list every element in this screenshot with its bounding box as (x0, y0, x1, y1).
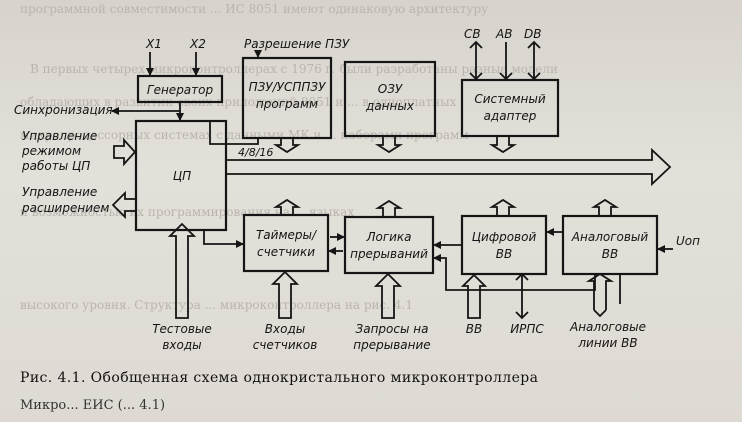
generator-label: Генератор (147, 83, 214, 97)
ext-ctrl-arrow (111, 190, 137, 220)
timers-label-line2: счетчики (257, 245, 315, 259)
test-inputs-label-line2: входы (162, 338, 201, 352)
aio-to-irq-line (433, 254, 596, 291)
irq-requests-label-line1: Запросы на (356, 322, 429, 336)
analog-io-label-line1: Аналоговый (571, 230, 649, 244)
mode-ctrl-label-line3: работы ЦП (21, 159, 90, 173)
analog-io-label-line2: ВВ (602, 247, 618, 261)
analog-lines-label-line2: линии ВВ (577, 336, 637, 350)
timers-label-line1: Таймеры/ (256, 228, 318, 242)
pzu-block: ПЗУ/УСППЗУ программ (241, 56, 333, 140)
background-text-line: микропроцессорных системах с данными МК … (20, 128, 469, 142)
counter-inputs-label-line1: Входы (265, 322, 305, 336)
mode-ctrl-label-line2: режимом (21, 144, 81, 158)
pzu-cpu-line (209, 121, 259, 145)
vv-label: ВВ (466, 322, 482, 336)
interrupt-logic-label-line1: Логика (365, 230, 411, 244)
cpu-label: ЦП (173, 169, 191, 183)
mode-ctrl-label-line1: Управление (22, 129, 97, 143)
background-text-line: В первых четырех микроконтроллерах с 197… (30, 62, 559, 76)
ozu-label-line1: ОЗУ (378, 82, 403, 96)
background-text-line: высокого уровня. Структура ... микроконт… (20, 298, 413, 312)
irps-label: ИРПС (510, 322, 544, 336)
test-inputs-arrow (167, 222, 197, 319)
mode-ctrl-arrow (113, 137, 137, 167)
vv-bus-arrow (460, 273, 488, 319)
interrupt-logic-block: Логика прерываний (343, 215, 435, 275)
cpu-block: ЦП (134, 119, 228, 232)
system-adapter-label-line2: адаптер (484, 109, 537, 123)
interrupt-logic-label-line2: прерываний (350, 247, 428, 261)
bottom-text-fragment: Микро... ЕИС (... 4.1) (20, 398, 166, 413)
cpu-to-timers-arrow (203, 230, 244, 248)
pzu-enable-label: Разрешение ПЗУ (244, 37, 350, 51)
background-text-line: обладающих в развитии своих приложений 8… (20, 95, 457, 109)
sync-label: Синхронизация (14, 103, 113, 117)
ext-ctrl-label-line1: Управление (22, 185, 97, 199)
x2-label: X2 (189, 37, 206, 51)
system-adapter-block: Системный адаптер (460, 78, 560, 138)
irq-requests-label-line2: прерывание (353, 338, 430, 352)
ozu-label-line2: данных (365, 99, 415, 113)
x1-label: X1 (145, 37, 162, 51)
digital-io-label-line1: Цифровой (472, 230, 537, 244)
pzu-label-line2: программ (256, 97, 318, 111)
db-label: DВ (524, 27, 541, 41)
test-inputs-label-line1: Тестовые (152, 322, 212, 336)
background-text-line: программной совместимости ... ИС 8051 им… (20, 2, 489, 16)
ozu-block: ОЗУ данных (343, 60, 437, 138)
generator-block: Генератор (136, 74, 224, 104)
internal-bus (225, 147, 672, 187)
irq-requests-arrow (373, 272, 403, 319)
ab-label: АВ (495, 27, 512, 41)
bus-width-label: 4/8/16 (238, 146, 273, 159)
system-adapter-label-line1: Системный (474, 92, 546, 106)
ext-ctrl-label-line2: расширением (21, 201, 109, 215)
uop-label: Uоп (676, 234, 700, 248)
timers-block: Таймеры/ счетчики (242, 213, 330, 273)
counter-inputs-arrow (270, 270, 300, 319)
pzu-label-line1: ПЗУ/УСППЗУ (249, 80, 327, 94)
digital-io-block: Цифровой ВВ (460, 214, 548, 276)
analog-io-block: Аналоговый ВВ (561, 214, 659, 276)
counter-inputs-label-line2: счетчиков (253, 338, 318, 352)
cb-label: СВ (464, 27, 481, 41)
analog-lines-arrow (585, 272, 615, 310)
digital-io-label-line2: ВВ (496, 247, 512, 261)
analog-lines-label-line1: Аналоговые (569, 320, 646, 334)
bus-links (272, 135, 620, 218)
figure-caption: Рис. 4.1. Обобщенная схема однокристальн… (20, 370, 539, 386)
